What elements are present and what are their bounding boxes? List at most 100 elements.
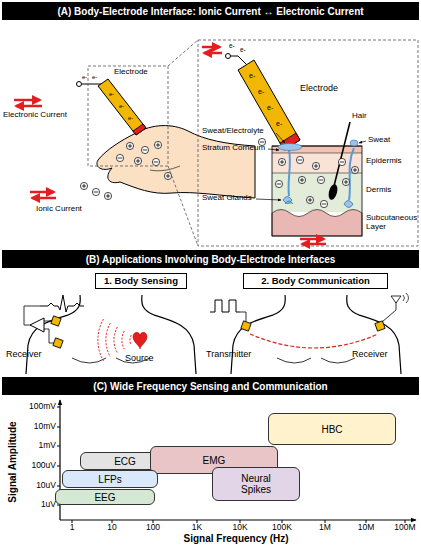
subpanel-title: 2. Body Communication [243, 273, 388, 289]
tick-label: 100 [146, 523, 160, 532]
current-label: Ionic Current [36, 205, 82, 214]
negative-ion [338, 158, 345, 165]
panel-header: (A) Body-Electrode Interface: Ionic Curr… [2, 2, 419, 20]
electron-label: e- [119, 103, 124, 110]
positive-ion [342, 178, 349, 185]
negative-ion [296, 156, 303, 163]
current-arrow [202, 46, 220, 49]
square-wave [210, 300, 240, 312]
epidermis-layer [272, 153, 362, 173]
body-channel [250, 334, 378, 348]
role-label: Transmitter [206, 350, 251, 360]
electrode-wire [231, 56, 238, 57]
current-arrow [14, 99, 40, 102]
sweat-droplet [350, 140, 358, 146]
tick-label: 10M [358, 523, 375, 532]
range-name: ECG [114, 456, 136, 467]
zoom-source-box [88, 66, 168, 166]
part-label: Electrode [300, 84, 338, 94]
x-axis [60, 519, 416, 520]
sweat-gland [344, 201, 353, 208]
positive-ion [351, 166, 358, 173]
electrode-pad [375, 321, 385, 331]
signal-wave [98, 319, 104, 361]
leader-line [359, 141, 366, 143]
electrode-pad [53, 338, 63, 348]
positive-ion [306, 196, 313, 203]
tick-label: 1M [319, 523, 331, 532]
layer-label: Subcutaneous Layer [366, 214, 418, 232]
antenna-wave [403, 293, 409, 303]
leader-line [276, 133, 285, 143]
positive-ion [278, 158, 285, 165]
axis-title: Signal Frequency (Hz) [183, 533, 288, 544]
axis-title: Signal Amplitude [7, 421, 18, 502]
signal-range-box: Neural Spikes [212, 467, 300, 501]
negative-ion [152, 158, 159, 165]
part-label: Electrode [114, 68, 148, 77]
electron-label: e- [240, 46, 246, 53]
tick-label: 1K [192, 523, 202, 532]
part-label: Sweat/Electrolyte [202, 127, 264, 136]
zoom-line [168, 40, 198, 66]
current-arrow [302, 243, 326, 246]
hair-follicle [327, 183, 339, 201]
subpanel-title: 1. Body Sensing [95, 273, 187, 289]
heading-text: (C) Wide Frequency Sensing and Communica… [93, 381, 327, 392]
layer-boundary [272, 173, 362, 174]
current-arrow [300, 238, 324, 241]
negative-ion [320, 200, 327, 207]
subcutaneous-layer [272, 210, 362, 237]
tick-label: 10mV [34, 422, 56, 431]
negative-ion [141, 146, 148, 153]
tick-label: 1uV [41, 500, 56, 509]
chest-line [277, 358, 311, 363]
electrode-wire [238, 56, 246, 64]
current-arrow [16, 105, 42, 108]
signal-wave [106, 323, 111, 357]
electron-label: e- [249, 72, 255, 80]
positive-ion [312, 162, 319, 169]
positive-ion [80, 182, 87, 189]
sweat-duct [289, 150, 290, 196]
torso-outline [26, 295, 80, 374]
heading-text: 1. Body Sensing [104, 276, 178, 286]
negative-ion [116, 154, 123, 161]
current-arrow [30, 191, 54, 194]
leader-line [256, 199, 281, 200]
electron-label: e- [82, 74, 87, 81]
electron-label: e- [109, 91, 114, 98]
current-arrow [32, 197, 56, 200]
transmitter-wire [240, 312, 246, 322]
tick-label: 100K [272, 523, 292, 532]
positive-ion [154, 141, 161, 148]
ecg-waveform [40, 295, 84, 312]
range-name: HBC [321, 424, 342, 435]
tick-label: 100uV [31, 461, 56, 470]
positive-ion [104, 192, 111, 199]
torso-outline [347, 295, 401, 374]
panel-header: (C) Wide Frequency Sensing and Communica… [2, 377, 419, 395]
layer-boundary [272, 153, 362, 154]
electrode-wire [82, 84, 101, 85]
role-label: Receiver [352, 350, 388, 360]
tick-label: 10K [232, 523, 247, 532]
part-label: Hair [352, 112, 367, 121]
hair-strand [334, 122, 350, 186]
heading-text: (A) Body-Electrode Interface: Ionic Curr… [57, 6, 363, 17]
current-label: Electronic Current [3, 111, 67, 120]
range-name: LFPs [98, 474, 121, 485]
negative-ion [317, 176, 324, 183]
range-name: EEG [94, 492, 115, 503]
amplifier-symbol [30, 318, 44, 332]
electrode-tip [133, 124, 146, 135]
heart-symbol [133, 332, 147, 349]
sweat-electrolyte [278, 144, 302, 151]
receiver-wire [382, 302, 396, 322]
signal-range-box: EEG [55, 489, 155, 505]
signal-wave [130, 335, 131, 345]
skin-outline [272, 146, 362, 236]
zoom-box [198, 40, 418, 246]
signal-range-box: HBC [268, 413, 396, 445]
negative-ion [92, 188, 99, 195]
